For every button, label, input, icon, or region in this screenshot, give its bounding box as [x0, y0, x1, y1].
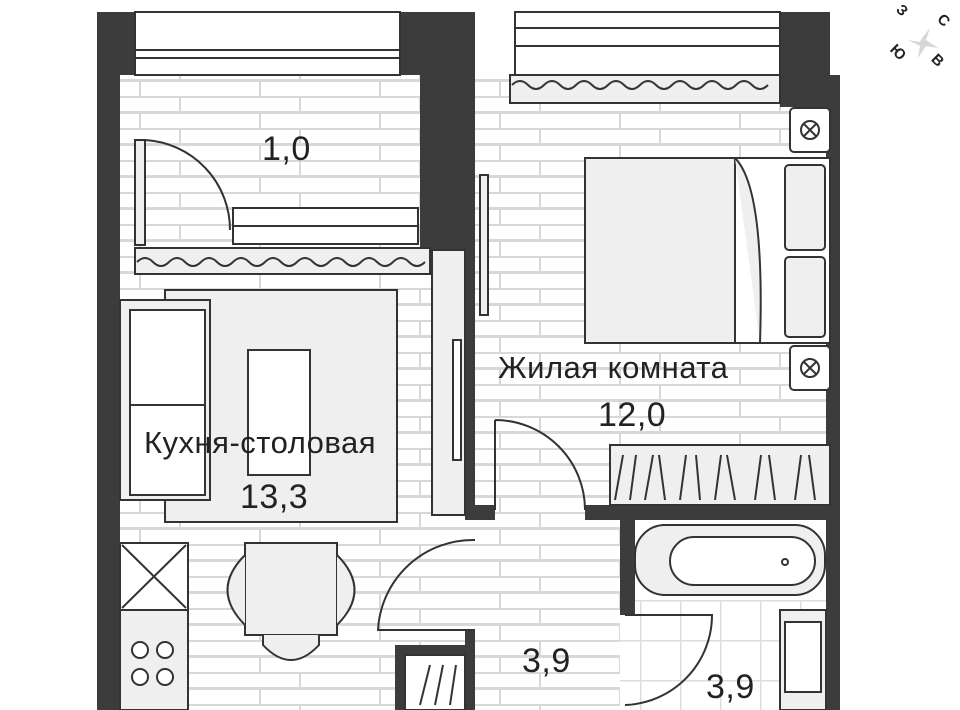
- bathroom-area: 3,9: [706, 668, 755, 706]
- window-living: [509, 11, 781, 104]
- living-area: 12,0: [598, 396, 667, 434]
- kitchen-door: [376, 538, 476, 631]
- kitchen-name: Кухня-столовая: [144, 425, 377, 460]
- living-door: [479, 174, 586, 511]
- balcony-door: [134, 139, 431, 275]
- shaft: [404, 654, 466, 710]
- compass-star: [908, 28, 938, 58]
- living-name: Жилая комната: [498, 350, 729, 385]
- walls: [97, 12, 840, 710]
- bathtub: [634, 524, 826, 596]
- window-kitchen: [134, 11, 401, 76]
- dining-table: [226, 542, 356, 661]
- wardrobe-door: [431, 249, 466, 516]
- hall-area: 3,9: [522, 642, 571, 680]
- bed: [584, 107, 831, 391]
- kitchen-area: 13,3: [240, 478, 309, 516]
- kitchen-counter: [119, 542, 189, 710]
- wardrobe: [609, 444, 831, 506]
- sink: [779, 609, 827, 710]
- bathroom-door: [624, 614, 714, 706]
- sofa: [119, 289, 398, 523]
- balcony-area: 1,0: [262, 130, 311, 168]
